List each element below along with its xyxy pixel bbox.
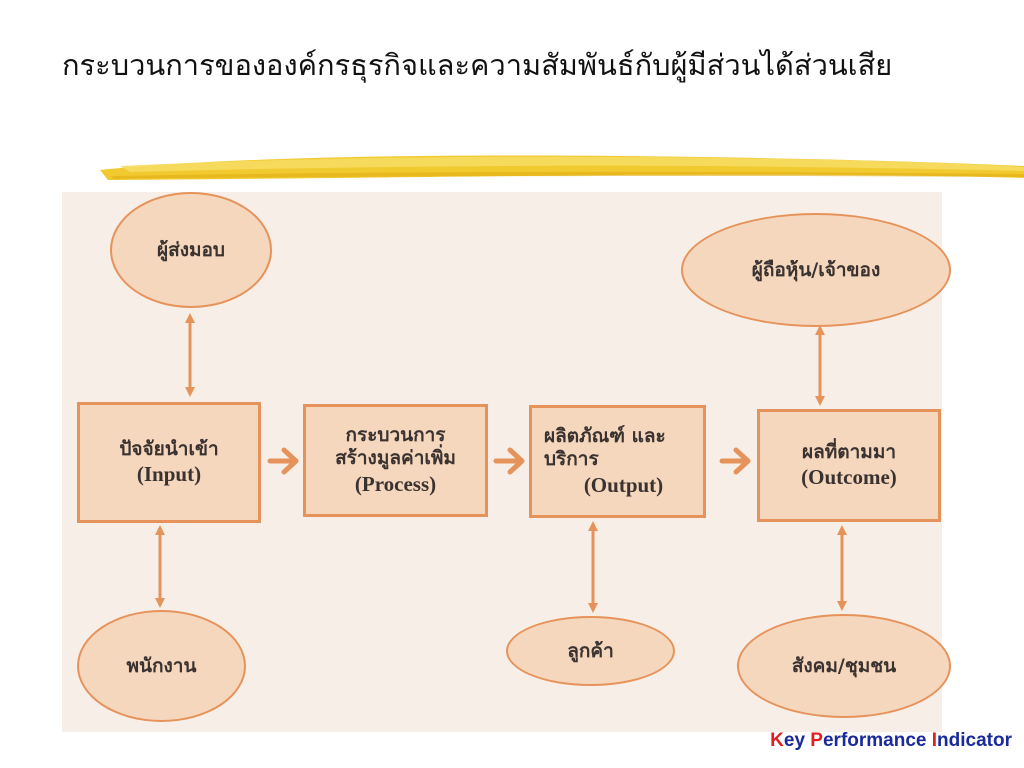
stage-input: ปัจจัยนำเข้า (Input): [77, 402, 261, 523]
stage-input-thai: ปัจจัยนำเข้า: [119, 437, 219, 460]
stage-output-thai-line2: บริการ: [544, 448, 599, 471]
footer-initial-p: P: [810, 730, 823, 751]
slide-title: กระบวนการขององค์กรธุรกิจและความสัมพันธ์ก…: [62, 48, 893, 82]
stakeholder-employee: พนักงาน: [77, 610, 246, 722]
highlighter-stroke: [100, 155, 1024, 180]
stakeholder-supplier: ผู้ส่งมอบ: [110, 192, 272, 308]
footer-kpi: Key Performance Indicator: [770, 730, 1012, 752]
footer-text-ey: ey: [783, 730, 811, 751]
stakeholder-shareholder: ผู้ถือหุ้น/เจ้าของ: [681, 213, 951, 327]
footer-text-ndicator: ndicator: [937, 730, 1012, 751]
stage-outcome: ผลที่ตามมา (Outcome): [757, 409, 941, 522]
footer-initial-i: I: [931, 730, 938, 751]
stage-process-thai-line2: สร้างมูลค่าเพิ่ม: [335, 447, 456, 470]
stage-output: ผลิตภัณฑ์ และ บริการ (Output): [529, 405, 706, 518]
stage-input-english: (Input): [136, 462, 202, 487]
footer-initial-k: K: [770, 730, 784, 751]
footer-text-erformance: erformance: [822, 730, 932, 751]
stage-process: กระบวนการ สร้างมูลค่าเพิ่ม (Process): [303, 404, 488, 517]
stage-outcome-thai: ผลที่ตามมา: [801, 440, 897, 463]
stage-process-english: (Process): [354, 472, 437, 497]
stage-outcome-english: (Outcome): [801, 465, 897, 490]
stakeholder-customer: ลูกค้า: [506, 616, 675, 686]
stage-output-thai-line1: ผลิตภัณฑ์ และ: [544, 424, 666, 447]
stakeholder-society: สังคม/ชุมชน: [737, 614, 951, 718]
stage-process-thai-line1: กระบวนการ: [345, 423, 446, 446]
stage-output-english: (Output): [583, 473, 664, 498]
